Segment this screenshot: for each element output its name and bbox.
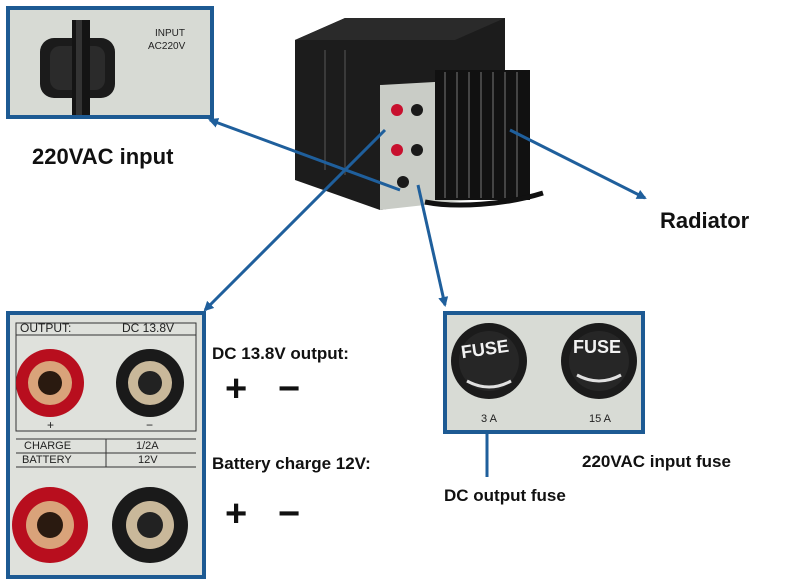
battery-plus-sign: + [225, 493, 248, 535]
arrow-fuse [416, 184, 449, 307]
arrow-radiator [509, 128, 647, 200]
panel-minus-mark: − [146, 418, 154, 432]
ac220v-marking: AC220V [148, 41, 186, 52]
output-terminals-inset: OUTPUT: DC 13.8V + − CHARGE 1/2A BATTERY… [6, 311, 206, 579]
label-radiator: Radiator [660, 208, 750, 233]
fuse-right-rating: 15 A [589, 413, 612, 425]
label-dc-output: DC 13.8V output: [212, 344, 349, 363]
output-panel-lines [10, 315, 202, 575]
panel-charge-value: 1/2A [136, 440, 159, 452]
ac-input-inset: INPUT AC220V [6, 6, 214, 119]
arrow-dc-output [203, 128, 387, 312]
fuse-left-rating: 3 A [481, 413, 497, 425]
ac-input-cable-illustration [10, 10, 210, 115]
fuse-right-label: FUSE [573, 337, 622, 357]
power-supply-unit [295, 18, 544, 210]
label-dc-output-fuse: DC output fuse [444, 486, 566, 505]
panel-plus-mark: + [47, 418, 55, 432]
dc-output-minus-sign: − [278, 368, 301, 410]
panel-battery-label: BATTERY [22, 454, 72, 466]
label-battery-charge: Battery charge 12V: [212, 454, 371, 473]
arrow-ac-input [208, 118, 401, 192]
fuse-inset: FUSE FUSE 3 A 15 A [443, 311, 645, 434]
panel-output-label: OUTPUT: [20, 321, 72, 335]
battery-minus-sign: − [278, 493, 301, 535]
label-220vac-input-fuse: 220VAC input fuse [582, 452, 731, 471]
dc-output-plus-sign: + [225, 368, 248, 410]
panel-dc-value: DC 13.8V [122, 321, 175, 335]
fuse-holders-illustration [447, 315, 641, 430]
label-220vac-input: 220VAC input [32, 144, 174, 169]
input-marking: INPUT [155, 28, 185, 39]
panel-battery-value: 12V [138, 454, 158, 466]
panel-charge-label: CHARGE [24, 440, 72, 452]
